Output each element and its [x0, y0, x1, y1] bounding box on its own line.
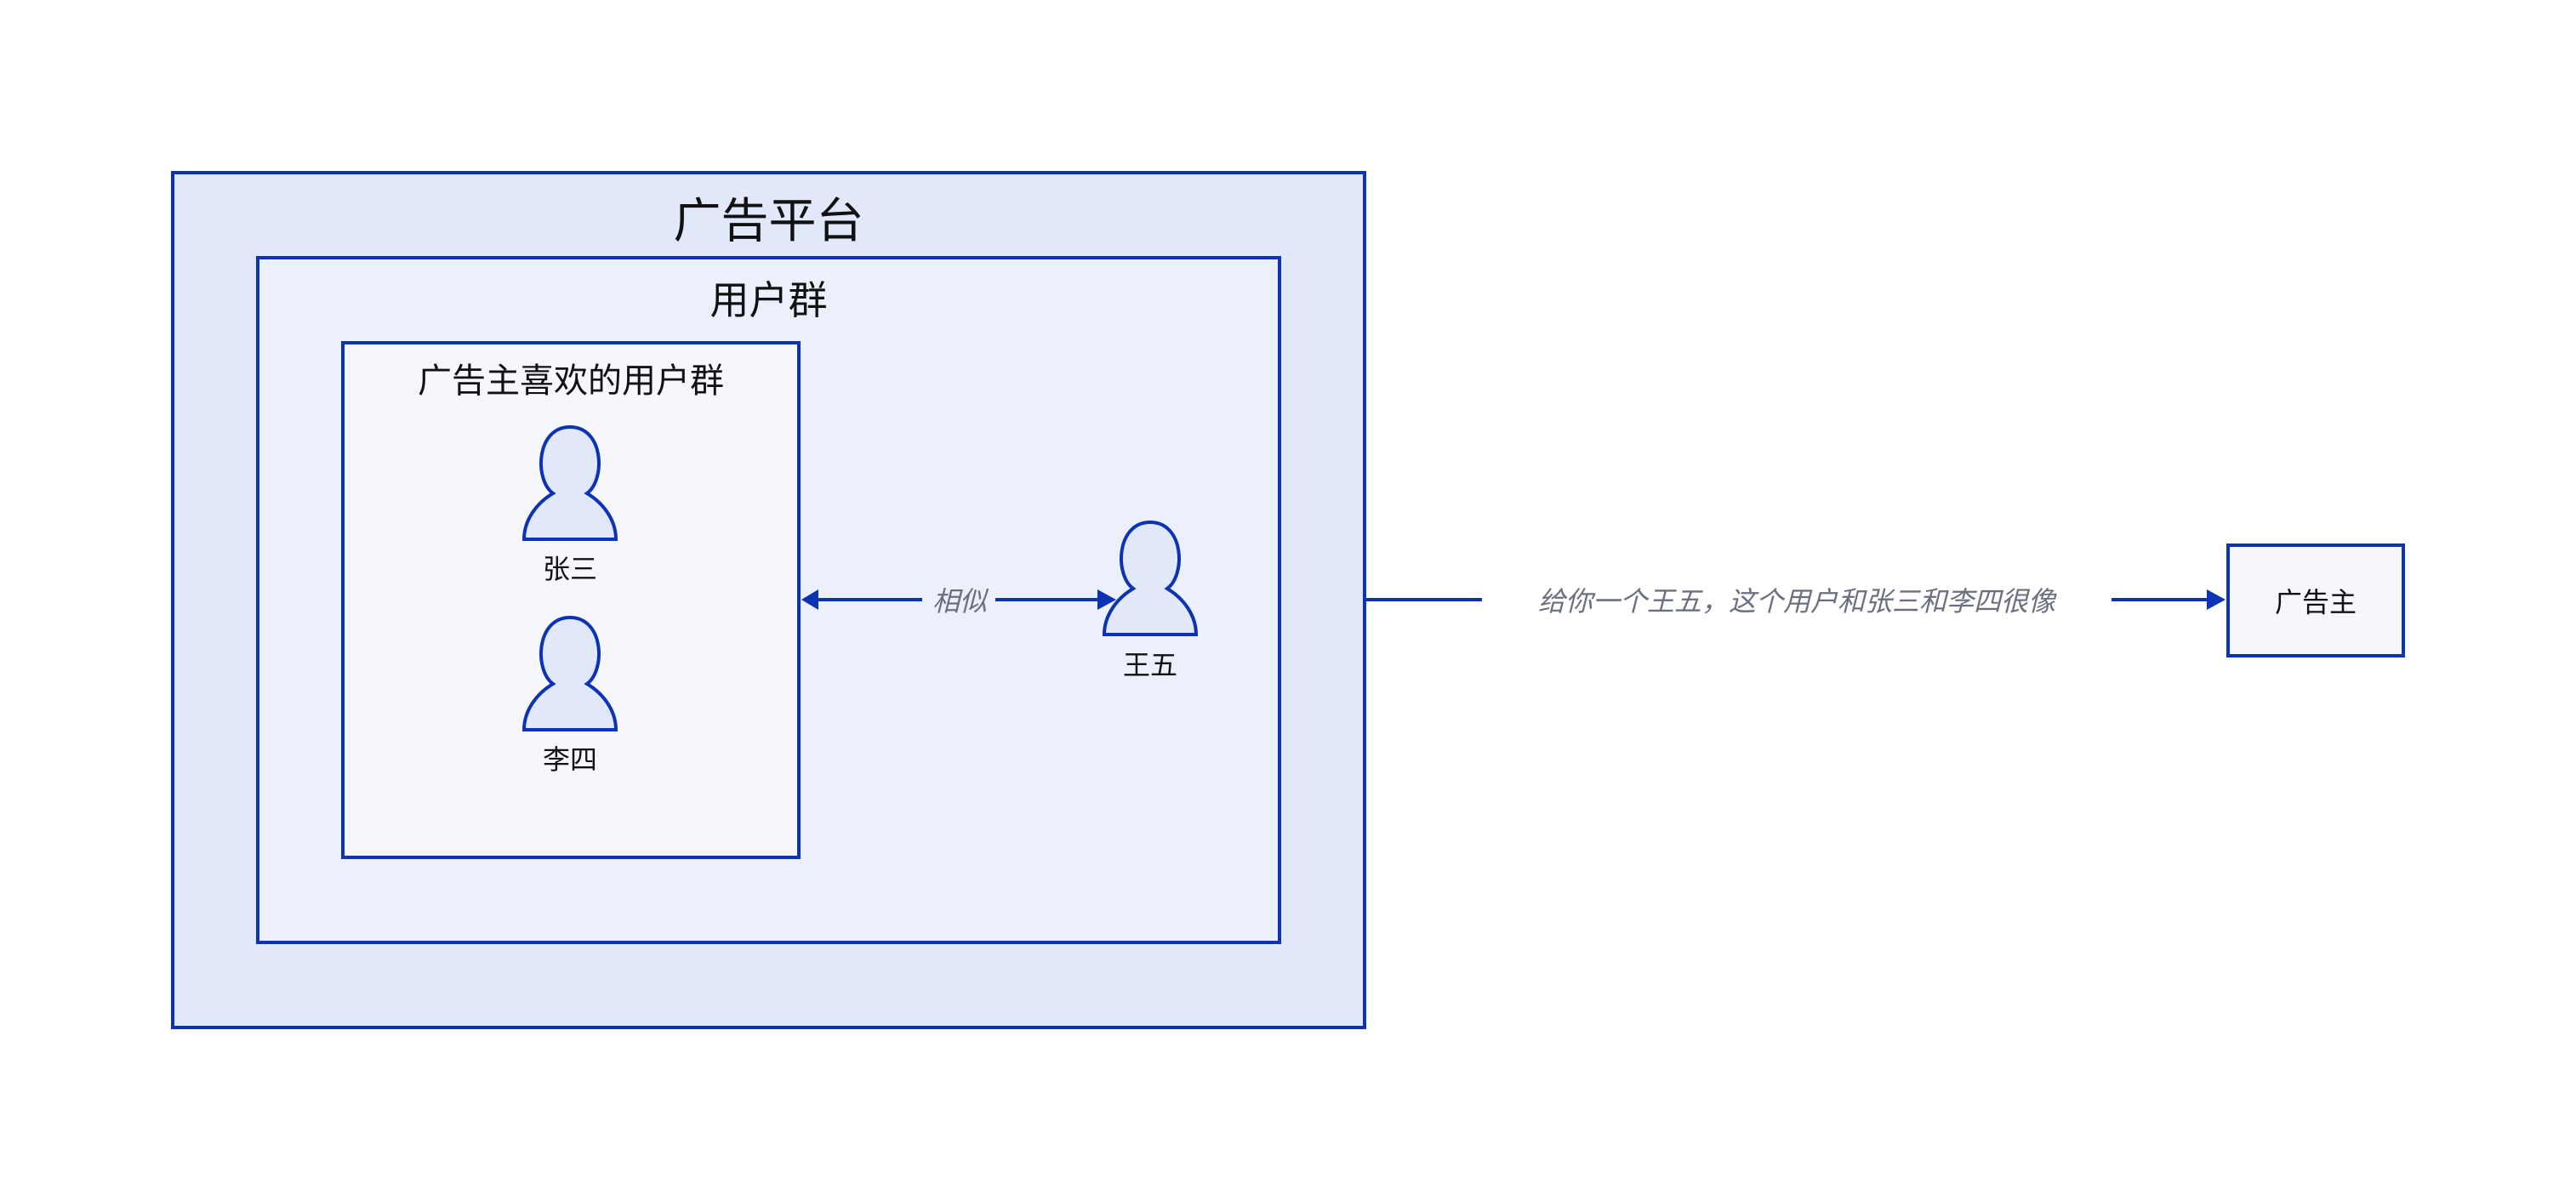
- advertiser-node[interactable]: 广告主: [2226, 544, 2405, 657]
- ad-platform-title: 广告平台: [673, 194, 864, 249]
- user-label-zhangsan: 张三: [542, 553, 598, 585]
- user-label-lisi: 李四: [542, 743, 598, 776]
- advertiser-edge-label: 给你一个王五，这个用户和张三和李四很像: [1537, 585, 2056, 618]
- arrowhead-right-icon: [1097, 589, 1116, 610]
- arrowhead-advertiser-icon: [2207, 589, 2226, 610]
- arrowhead-left-icon: [801, 589, 818, 610]
- similar-edge-label: 相似: [932, 585, 988, 618]
- person-icon-zhangsan[interactable]: [522, 425, 618, 541]
- person-icon-lisi[interactable]: [522, 616, 618, 731]
- advertiser-label: 广告主: [2274, 586, 2357, 618]
- user-group-title: 用户群: [710, 277, 828, 323]
- user-label-wangwu: 王五: [1122, 649, 1178, 681]
- person-icon-wangwu[interactable]: [1103, 521, 1198, 636]
- liked-user-group-title: 广告主喜欢的用户群: [418, 361, 724, 401]
